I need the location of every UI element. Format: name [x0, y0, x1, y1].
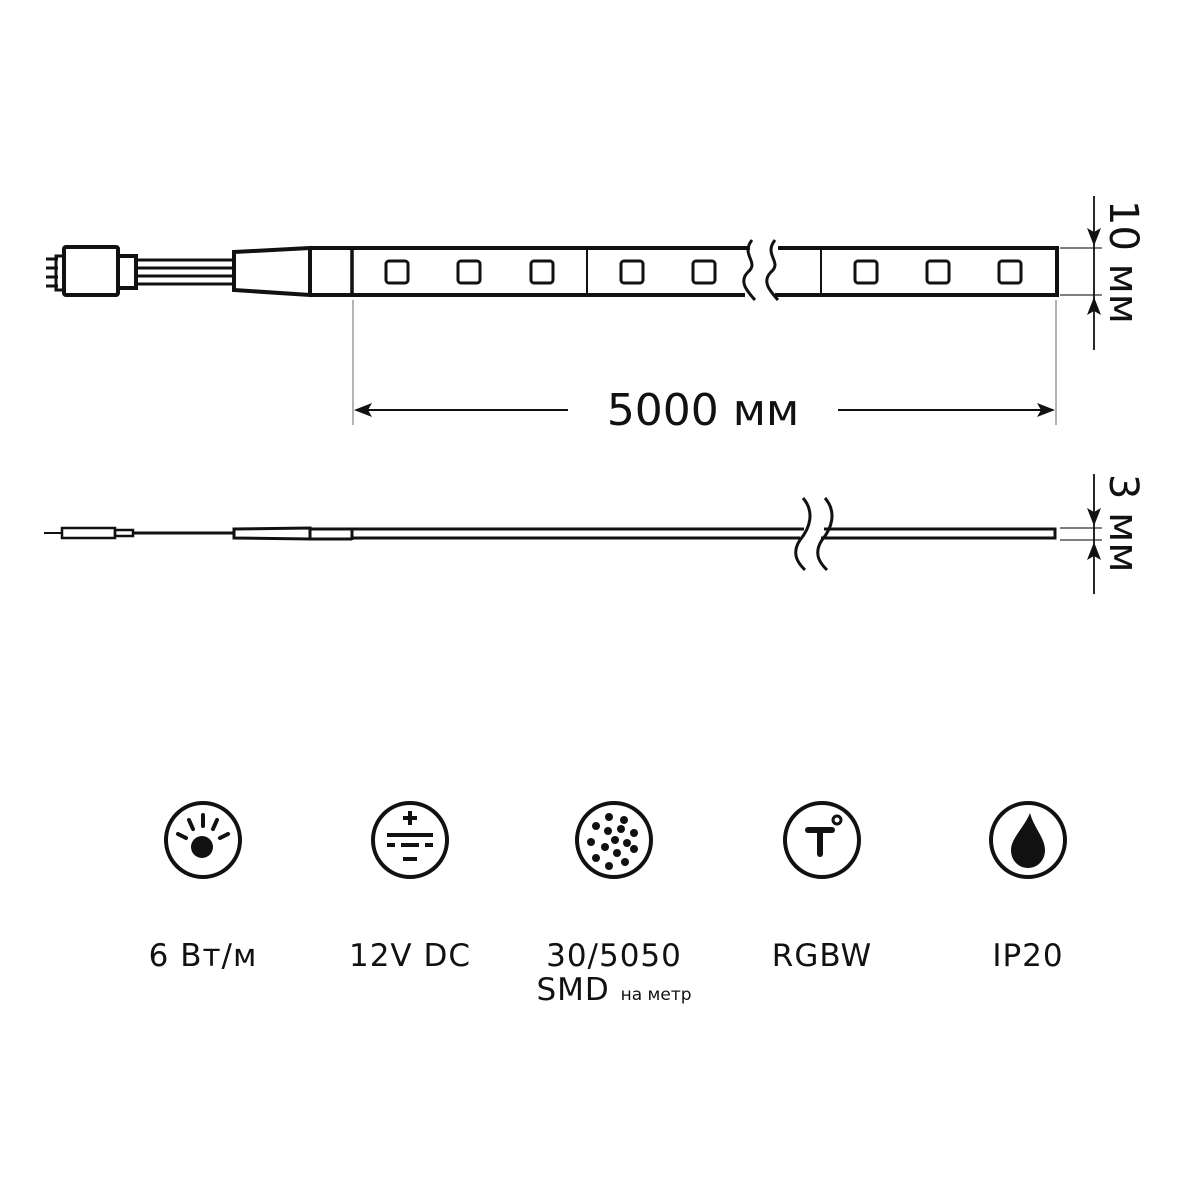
led-chip: [925, 259, 951, 285]
top-view: [46, 239, 1059, 301]
strip-outline-right: [775, 246, 1059, 297]
led-chip: [529, 259, 555, 285]
end-sleeve: [232, 245, 312, 298]
spec-label: 6 Вт/м: [148, 938, 258, 974]
spec-label: RGBW: [771, 938, 873, 974]
connector-body: [62, 245, 120, 297]
spec-voltage: 12V DC: [310, 798, 510, 974]
thickness-dimension: 3 мм: [1060, 474, 1146, 594]
plug-neck: [113, 528, 135, 538]
spec-label: IP20: [992, 938, 1064, 974]
side-view: [44, 497, 1057, 572]
led-chip: [691, 259, 717, 285]
led-chip: [456, 259, 482, 285]
smd-leds: [384, 259, 1023, 285]
led-chip: [997, 259, 1023, 285]
led-density-icon: [575, 801, 653, 879]
spec-power: 6 Вт/м: [103, 798, 303, 974]
spec-label: 30/5050: [546, 938, 682, 974]
break-mark: [742, 239, 757, 301]
spec-label: 12V DC: [348, 938, 472, 974]
color-temperature-icon: [783, 801, 861, 879]
length-label: 5000 мм: [607, 385, 799, 436]
water-drop-icon: [989, 801, 1067, 879]
led-chip: [853, 259, 879, 285]
width-dimension: 10 мм: [1060, 196, 1146, 350]
power-led-icon: [164, 801, 242, 879]
spec-sublabel: SMD на метр: [536, 972, 692, 1008]
spec-led-density: 30/5050 SMD на метр: [514, 798, 714, 1011]
length-dimension: 5000 мм: [352, 300, 1057, 436]
connector-neck: [116, 254, 138, 290]
dc-voltage-icon: [371, 801, 449, 879]
spec-color: RGBW: [722, 798, 922, 974]
thickness-label: 3 мм: [1100, 474, 1146, 573]
spec-protection: IP20: [928, 798, 1128, 974]
led-chip: [619, 259, 645, 285]
width-label: 10 мм: [1100, 200, 1146, 324]
plug-body: [60, 526, 117, 540]
break-mark: [765, 239, 780, 301]
wires: [136, 258, 234, 286]
side-sleeve: [232, 526, 312, 541]
led-chip: [384, 259, 410, 285]
spec-sublabel-small: на метр: [620, 985, 692, 1005]
break-mark: [816, 497, 834, 572]
break-mark: [794, 497, 812, 572]
strip-outline-left: [310, 246, 750, 297]
